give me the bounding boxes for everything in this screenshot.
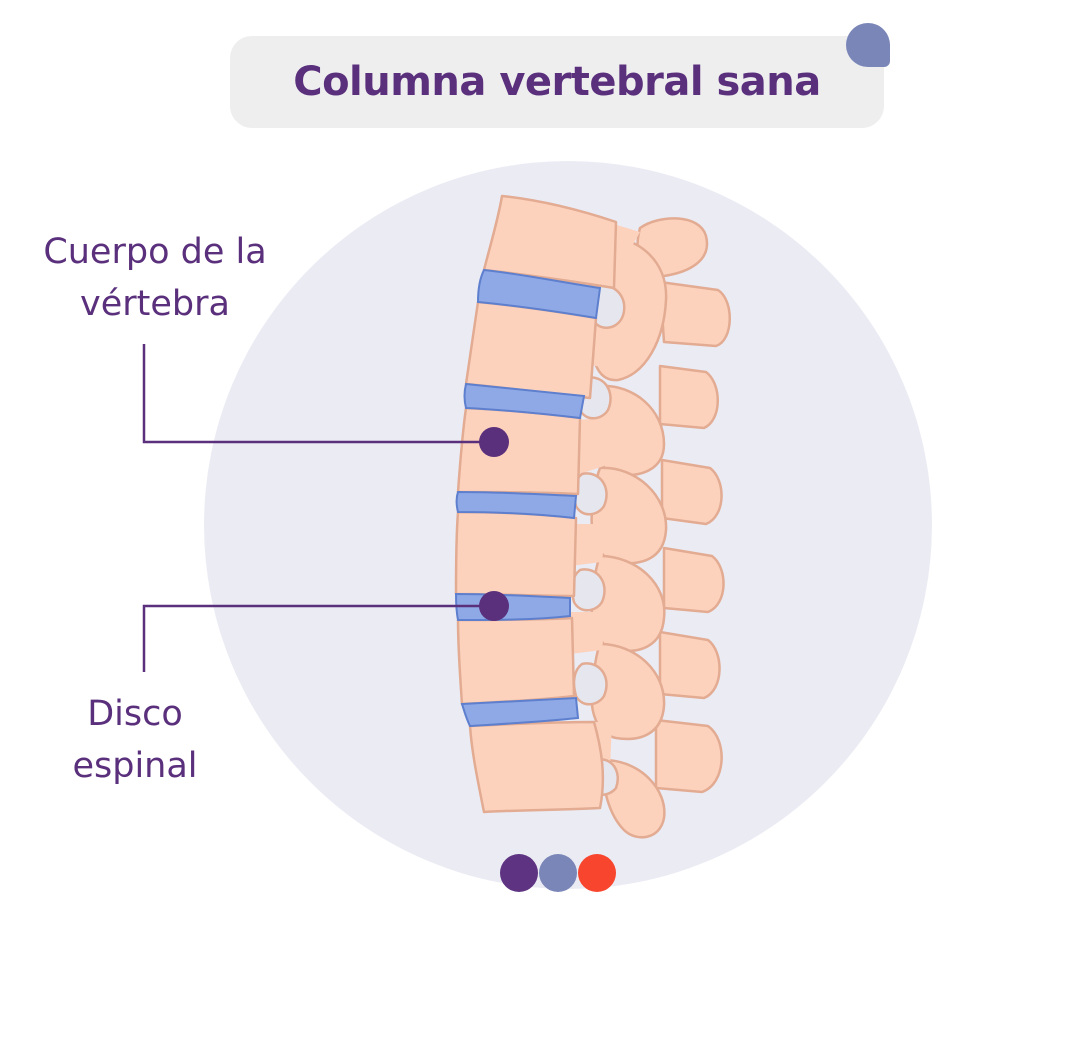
vertebra-marker: [479, 427, 509, 457]
spinal-disc: [460, 696, 580, 728]
vertebra-body: [464, 300, 598, 400]
vertebra-body: [456, 406, 582, 496]
spinous-process: [658, 364, 719, 430]
label-vertebra-line-2: vértebra: [80, 284, 230, 324]
label-disc-line-2: espinal: [72, 746, 198, 786]
title-box: Columna vertebral sana: [230, 36, 884, 128]
foramen: [572, 662, 608, 706]
disc-marker: [479, 591, 509, 621]
legend-dot-purple: [500, 854, 538, 892]
spinal-discs: [454, 268, 602, 728]
spinal-disc: [476, 268, 602, 320]
vertebra-body: [456, 616, 576, 706]
label-spinal-disc: Disco espinal: [40, 688, 230, 792]
spinous-process: [662, 546, 725, 614]
spinal-disc: [463, 382, 586, 420]
leader-line-disc: [142, 604, 494, 672]
vertebra-body: [454, 510, 578, 598]
pedicle: [570, 524, 606, 566]
page-title: Columna vertebral sana: [293, 59, 821, 105]
foramen: [570, 568, 606, 612]
vertebra-body: [482, 194, 618, 290]
spinal-disc: [455, 490, 578, 520]
spinous-process: [658, 280, 731, 348]
pedicle: [574, 418, 610, 476]
spinous-process: [658, 630, 721, 700]
vertebra-body: [468, 720, 605, 814]
spinous-process: [660, 458, 723, 526]
label-disc-line-1: Disco: [87, 694, 183, 734]
leader-line-vertebra: [142, 344, 494, 444]
legend-dot-blue: [539, 854, 577, 892]
spinous-process: [654, 718, 723, 794]
title-accent-dot: [846, 23, 890, 67]
label-vertebra-line-1: Cuerpo de la: [43, 232, 267, 272]
legend-dot-red: [578, 854, 616, 892]
label-vertebra-body: Cuerpo de la vértebra: [30, 226, 280, 330]
pedicle: [570, 612, 606, 654]
